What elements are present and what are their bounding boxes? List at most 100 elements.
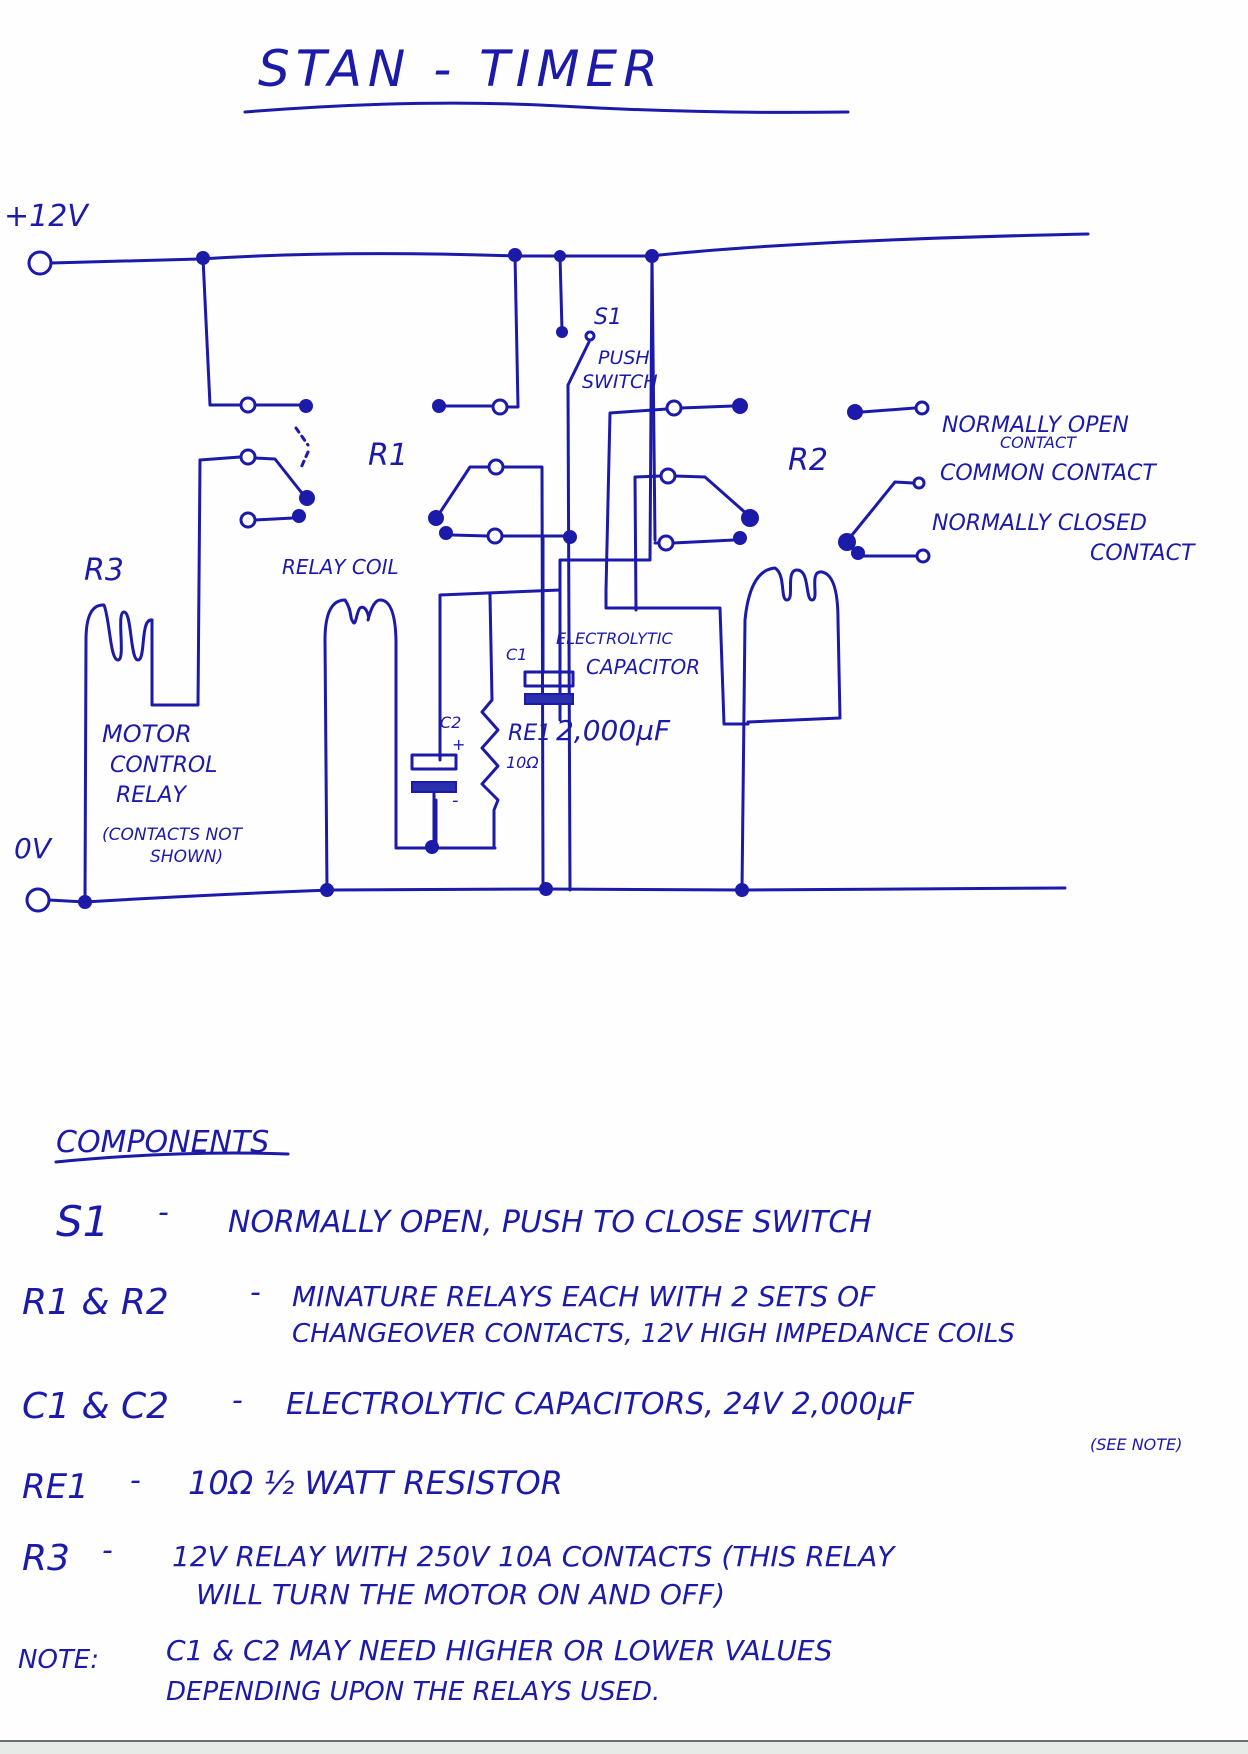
contact-terminal — [914, 400, 930, 416]
switch-lever — [566, 340, 591, 892]
re1-value-label: 10Ω — [506, 753, 539, 772]
resistor-re1 — [480, 593, 500, 850]
component-ref: C1 & C2 — [22, 1386, 169, 1427]
relay-r1-coil — [323, 598, 497, 892]
motor-relay-label: MOTOR — [102, 720, 192, 748]
component-dash: - — [102, 1533, 113, 1568]
scanner-edge — [0, 1740, 1248, 1754]
contact-terminal — [915, 548, 931, 564]
components-heading-underline — [54, 1151, 290, 1164]
component-item-re1: RE1 - 10Ω ½ WATT RESISTOR — [22, 1463, 563, 1507]
capacitor-c1 — [523, 534, 575, 705]
component-desc: 10Ω ½ WATT RESISTOR — [188, 1464, 563, 1502]
contact-terminal — [439, 526, 453, 540]
r1-label: R1 — [368, 438, 408, 473]
wire — [604, 588, 750, 726]
ground-rail-label: 0V — [14, 832, 53, 865]
contact-terminal — [299, 490, 315, 506]
positive-rail-label: +12V — [4, 199, 90, 234]
note-section: NOTE: C1 & C2 MAY NEED HIGHER OR LOWER V… — [18, 1634, 832, 1707]
switch-terminal — [584, 330, 596, 342]
component-item-r3: R3 - 12V RELAY WITH 250V 10A CONTACTS (T… — [22, 1533, 896, 1611]
push-switch-s1 — [556, 254, 596, 892]
component-ref: R3 — [22, 1538, 70, 1579]
component-desc: WILL TURN THE MOTOR ON AND OFF) — [196, 1578, 725, 1611]
resistor-zigzag — [480, 593, 500, 850]
wire — [679, 404, 735, 410]
note-text: C1 & C2 MAY NEED HIGHER OR LOWER VALUES — [166, 1634, 832, 1667]
capacitor-plate-negative — [524, 693, 574, 705]
component-desc: NORMALLY OPEN, PUSH TO CLOSE SWITCH — [228, 1205, 872, 1240]
ground-terminal — [25, 887, 51, 913]
contact-terminal — [659, 467, 677, 485]
wire — [558, 254, 564, 332]
component-ref: R1 & R2 — [22, 1282, 169, 1323]
wire — [558, 254, 654, 722]
changeover-arm — [253, 456, 307, 499]
c2-minus-label: - — [452, 790, 459, 811]
component-item-s1: S1 - NORMALLY OPEN, PUSH TO CLOSE SWITCH — [56, 1195, 872, 1246]
motor-relay-label: RELAY — [116, 783, 187, 808]
c2-label: C2 — [440, 713, 461, 732]
wire — [860, 406, 917, 414]
contact-terminal — [741, 509, 759, 527]
wire — [253, 516, 295, 522]
wire — [633, 474, 663, 612]
contact-terminal — [838, 533, 856, 551]
s1-label: S1 — [594, 305, 622, 330]
component-item-c1-c2: C1 & C2 - ELECTROLYTIC CAPACITORS, 24V 2… — [22, 1383, 1182, 1454]
changeover-arm — [673, 474, 750, 517]
junction-dot — [425, 840, 439, 854]
relay-r3-coil — [83, 458, 202, 904]
c1-value-label: 2,000µF — [556, 714, 671, 747]
positive-terminal — [27, 250, 53, 276]
contact-terminal — [299, 399, 313, 413]
wire — [150, 458, 202, 707]
component-ref: S1 — [56, 1197, 109, 1246]
title-underline — [243, 101, 850, 114]
contacts-not-shown-label: (CONTACTS NOT — [102, 825, 244, 845]
contact-legend — [838, 400, 931, 564]
push-switch-label: SWITCH — [582, 371, 658, 393]
relay-r1-contacts — [198, 253, 577, 891]
contact-terminal — [733, 531, 747, 545]
changeover-arm — [435, 465, 491, 519]
normally-closed-label: NORMALLY CLOSED — [932, 511, 1147, 536]
normally-open-label: CONTACT — [1000, 433, 1077, 452]
common-contact-label: COMMON CONTACT — [940, 461, 1157, 486]
contact-terminal — [851, 546, 865, 560]
capacitor-plate-positive — [523, 670, 575, 688]
wire — [650, 254, 657, 542]
ground-rail-wire — [47, 886, 1067, 904]
push-switch-label: PUSH — [598, 347, 650, 369]
wire — [604, 407, 669, 592]
wire — [198, 455, 242, 462]
r3-label: R3 — [84, 553, 124, 588]
ground-rail — [25, 882, 1067, 913]
contact-terminal — [657, 534, 675, 552]
component-dash: - — [250, 1275, 261, 1310]
coil-winding — [740, 566, 842, 892]
component-ref: RE1 — [22, 1467, 89, 1507]
coil-winding — [323, 598, 497, 892]
wire — [501, 465, 545, 891]
component-dash: - — [158, 1195, 169, 1230]
positive-rail — [27, 232, 1090, 276]
component-list: S1 - NORMALLY OPEN, PUSH TO CLOSE SWITCH… — [22, 1195, 1182, 1611]
changeover-arm — [846, 480, 915, 542]
normally-closed-label: CONTACT — [1090, 541, 1196, 566]
contact-terminal — [486, 527, 504, 545]
component-dash: - — [232, 1383, 243, 1418]
wire — [671, 538, 736, 545]
c1-label: C1 — [506, 645, 527, 664]
capacitor-c2 — [410, 588, 562, 854]
electrolytic-label: CAPACITOR — [586, 655, 700, 679]
capacitor-plate-positive — [410, 753, 458, 771]
contact-terminal — [732, 398, 748, 414]
relay-r2-contacts — [558, 254, 759, 722]
contact-terminal — [239, 448, 257, 466]
note-text: DEPENDING UPON THE RELAYS USED. — [166, 1677, 660, 1707]
contact-terminal — [491, 398, 509, 416]
